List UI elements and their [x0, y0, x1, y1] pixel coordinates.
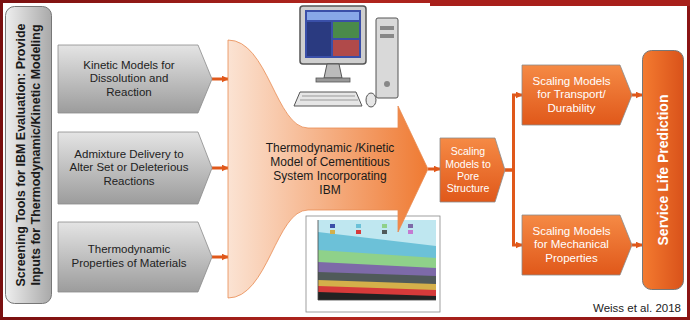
chart-thumbnail — [306, 216, 440, 312]
process-arrow: Scaling Models to Pore Structure — [440, 138, 505, 202]
flow-connector — [505, 170, 522, 245]
input-panel: Screening Tools for IBM Evaluation: Prov… — [5, 6, 52, 304]
citation-label: Weiss et al. 2018 — [593, 302, 681, 314]
input-arrow: Admixture Delivery to Alter Set or Delet… — [58, 132, 212, 204]
shape-outline — [643, 51, 684, 290]
flow-connector — [212, 78, 228, 81]
input-arrow: Thermodynamic Properties of Materials — [58, 222, 212, 292]
result-panel: Service Life Prediction — [642, 50, 684, 290]
input-arrow: Kinetic Models for Dissolution and React… — [58, 45, 212, 113]
shape-outline — [228, 40, 428, 298]
flow-connector — [505, 95, 522, 170]
model-arrow: Thermodynamic /Kinetic Model of Cementit… — [228, 40, 428, 298]
shape-outline — [522, 215, 632, 275]
process-arrow: Scaling Models for Transport/ Durability — [522, 65, 632, 125]
shape-outline — [440, 138, 505, 202]
node-text: Kinetic Models for Dissolution and React… — [66, 59, 192, 100]
node-text: Scaling Models to Pore Structure — [443, 145, 493, 195]
process-arrow: Scaling Models for Mechanical Properties — [522, 215, 632, 275]
shape-outline — [58, 222, 212, 292]
node-text: Scaling Models for Transport/ Durability — [527, 75, 616, 116]
shape-outline — [58, 45, 212, 113]
node-text: Scaling Models for Mechanical Properties — [527, 225, 616, 266]
flow-connector — [212, 167, 228, 170]
node-text: Admixture Delivery to Alter Set or Delet… — [66, 148, 192, 189]
shape-outline — [6, 7, 52, 304]
computer-icon — [294, 6, 398, 107]
flow-connector — [428, 168, 440, 171]
node-text: Thermodynamic Properties of Materials — [66, 243, 192, 270]
node-text: Service Life Prediction — [655, 57, 672, 283]
flow-connector — [632, 94, 642, 97]
flow-connector — [632, 244, 642, 247]
node-text: Thermodynamic /Kinetic Model of Cementit… — [264, 141, 396, 198]
shape-outline — [58, 132, 212, 204]
node-text: Screening Tools for IBM Evaluation: Prov… — [14, 13, 44, 297]
shape-outline — [522, 65, 632, 125]
flow-connector — [212, 256, 228, 259]
